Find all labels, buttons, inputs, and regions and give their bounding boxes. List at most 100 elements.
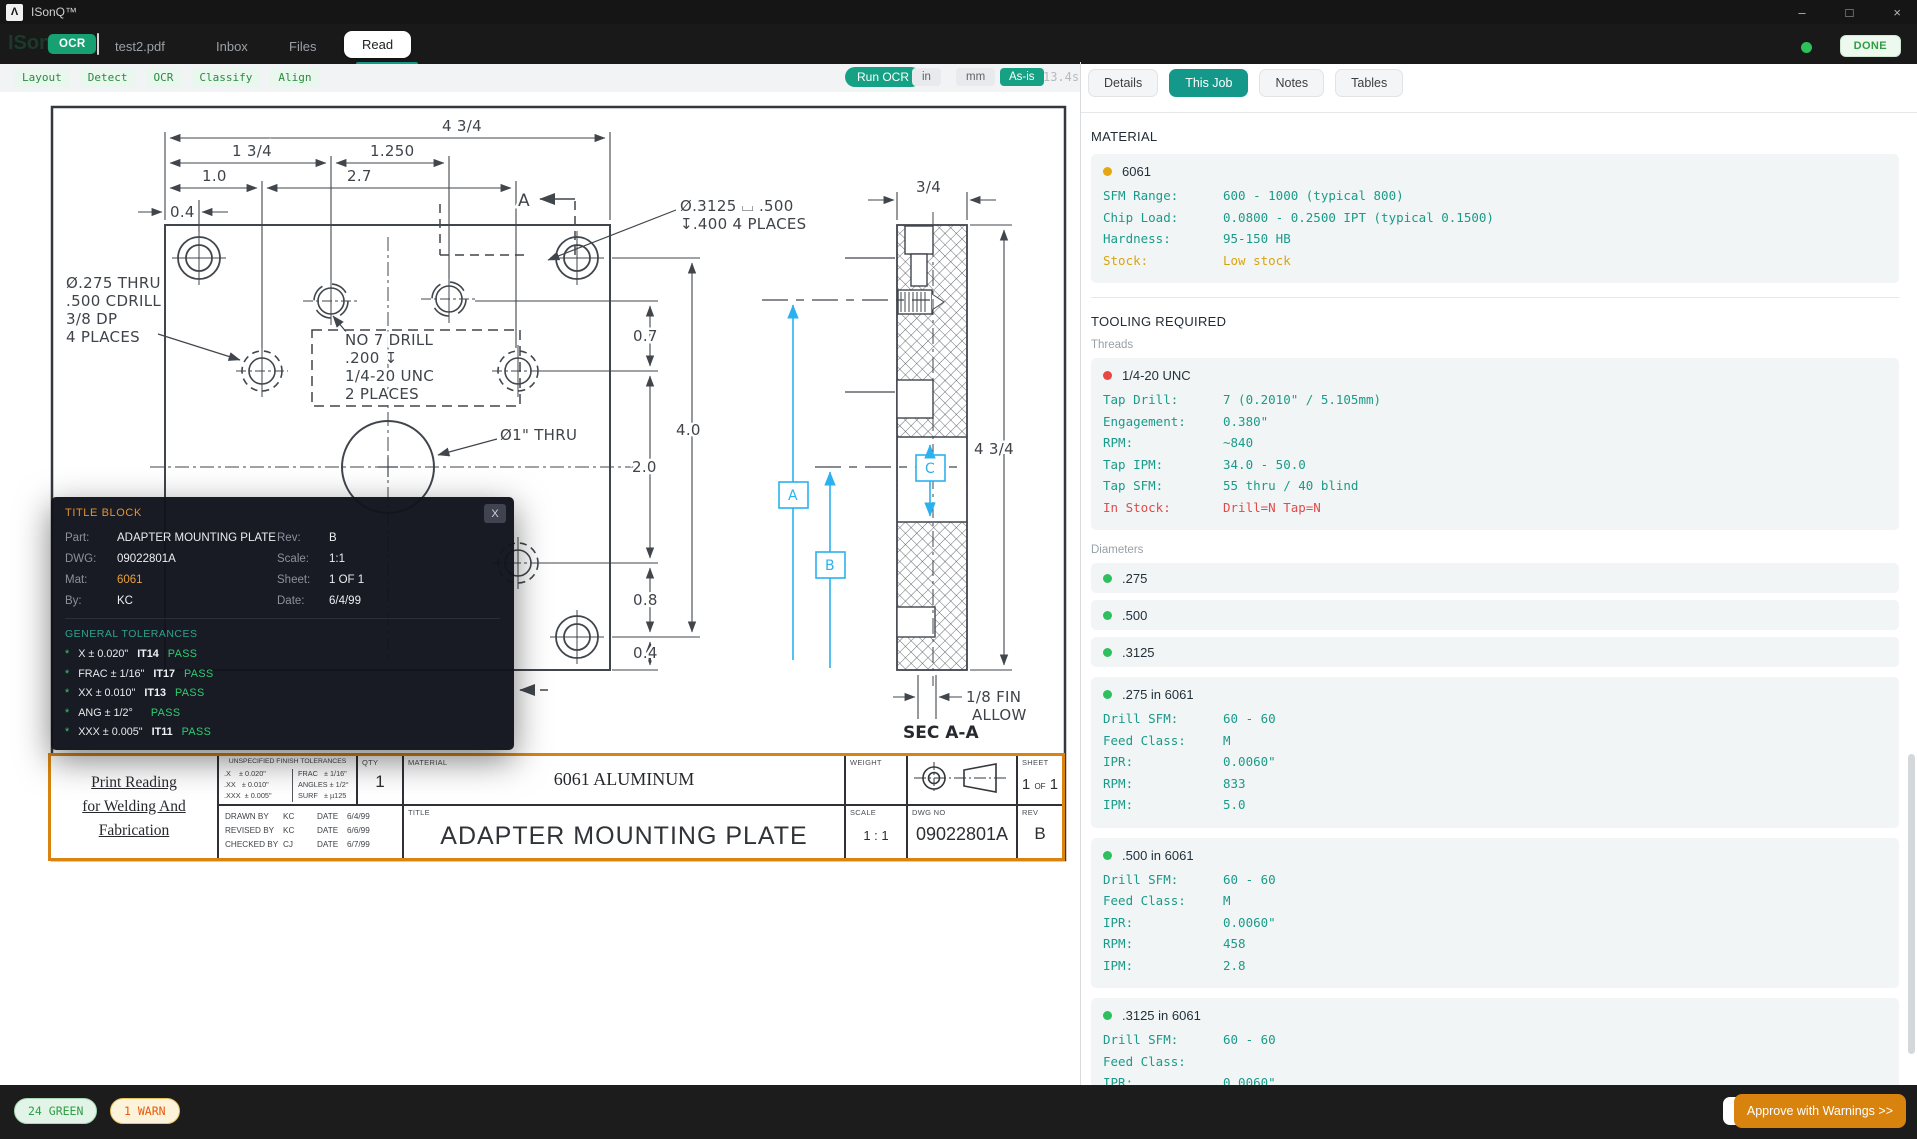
tab-details[interactable]: Details	[1088, 69, 1158, 97]
drill-status-dot	[1103, 851, 1112, 860]
material-card: 6061 SFM Range:600 - 1000 (typical 800) …	[1091, 154, 1899, 283]
tooling-section-title: TOOLING REQUIRED	[1091, 314, 1899, 329]
thread-card: 1/4-20 UNC Tap Drill:7 (0.2010" / 5.105m…	[1091, 358, 1899, 530]
svg-text:C: C	[925, 461, 935, 477]
thread-status-dot	[1103, 371, 1112, 380]
tab-tables[interactable]: Tables	[1335, 69, 1403, 97]
titleblock-projection-cell	[908, 756, 1018, 804]
svg-text:3/4: 3/4	[916, 178, 941, 196]
close-icon[interactable]: ×	[1893, 5, 1901, 20]
svg-text:Ø1" THRU: Ø1" THRU	[500, 426, 577, 444]
thread-name: 1/4-20 UNC	[1122, 368, 1191, 383]
titleblock-qty-cell: QTY 1	[358, 756, 404, 804]
titleblock-course-cell: Print Reading for Welding And Fabricatio…	[51, 756, 219, 858]
svg-text:0.8: 0.8	[633, 591, 658, 609]
drawing-title-block[interactable]: Print Reading for Welding And Fabricatio…	[48, 753, 1065, 861]
titleblock-weight-cell: WEIGHT	[846, 756, 908, 804]
svg-text:SEC A-A: SEC A-A	[903, 723, 979, 743]
svg-text:.500 CDRILL: .500 CDRILL	[66, 292, 161, 310]
titleblock-sheet-cell: SHEET 1 OF 1	[1018, 756, 1062, 804]
unit-in-toggle[interactable]: in	[912, 68, 941, 86]
panel-tabs: Details This Job Notes Tables	[1088, 69, 1403, 97]
tolerance-row: *XXX ± 0.005"IT11PASS	[65, 726, 500, 738]
svg-text:3/8 DP: 3/8 DP	[66, 310, 117, 328]
svg-text:NO 7 DRILL: NO 7 DRILL	[345, 331, 434, 349]
overlay-divider	[65, 618, 500, 619]
titleblock-rev-cell: REV B	[1018, 804, 1062, 858]
stage-chip-align[interactable]: Align	[270, 68, 319, 87]
maximize-icon[interactable]: □	[1846, 5, 1854, 20]
diameter-row: .3125	[1091, 637, 1899, 667]
window-title: ISonQ™	[31, 5, 77, 19]
titleblock-staff-cell: DRAWN BYKCDATE6/4/99 REVISED BYKCDATE6/6…	[219, 804, 404, 858]
ocr-toolbar: Layout Detect OCR Classify Align Run OCR…	[0, 64, 1080, 93]
panel-scroll-area[interactable]: MATERIAL 6061 SFM Range:600 - 1000 (typi…	[1081, 113, 1917, 1085]
drawing-canvas[interactable]: 4 3/4 1 3/4 1.250 1.0 2.7 0.4 0.7 4.0 2.…	[0, 92, 1080, 1085]
tolerance-row: *X ± 0.020"IT14PASS	[65, 648, 500, 660]
svg-text:4 3/4: 4 3/4	[442, 117, 482, 135]
diameter-row: .500	[1091, 600, 1899, 630]
titleblock-tolerances-cell: UNSPECIFIED FINISH TOLERANCES .X ± 0.020…	[219, 756, 358, 804]
svg-text:0.4: 0.4	[633, 644, 658, 662]
header-divider	[97, 33, 99, 55]
overlay-title: TITLE BLOCK	[65, 507, 500, 519]
unit-mm-toggle[interactable]: mm	[956, 68, 995, 86]
diameters-subheader: Diameters	[1091, 544, 1899, 556]
third-angle-projection-icon	[908, 756, 1012, 800]
details-panel: Details This Job Notes Tables MATERIAL 6…	[1081, 64, 1917, 1085]
run-ocr-button[interactable]: Run OCR	[845, 67, 921, 87]
drill-card: .275 in 6061 Drill SFM:60 - 60 Feed Clas…	[1091, 677, 1899, 828]
done-button[interactable]: DONE	[1840, 35, 1901, 57]
tab-read[interactable]: Read	[344, 31, 411, 58]
diameter-row: .275	[1091, 563, 1899, 593]
tab-inbox[interactable]: Inbox	[216, 39, 248, 54]
drill-status-dot	[1103, 1011, 1112, 1020]
svg-text:ALLOW: ALLOW	[972, 706, 1027, 724]
svg-text:1/4-20 UNC: 1/4-20 UNC	[345, 367, 434, 385]
diameter-status-dot	[1103, 648, 1112, 657]
as-is-toggle[interactable]: As-is	[1000, 68, 1044, 86]
approve-with-warnings-button[interactable]: Approve with Warnings >>	[1734, 1094, 1906, 1128]
svg-text:1.250: 1.250	[370, 142, 414, 160]
drill-name: .3125 in 6061	[1122, 1008, 1201, 1023]
green-count-badge: 24 GREEN	[14, 1098, 97, 1124]
ocr-mode-badge[interactable]: OCR	[48, 34, 96, 54]
stage-chip-classify[interactable]: Classify	[191, 68, 260, 87]
overlay-close-button[interactable]: X	[484, 504, 506, 523]
app-header: ISonQ OCR test2.pdf Inbox Files Read DON…	[0, 24, 1917, 64]
tab-files[interactable]: Files	[289, 39, 316, 54]
minimize-icon[interactable]: –	[1798, 5, 1805, 20]
titleblock-title-cell: TITLE ADAPTER MOUNTING PLATE	[404, 804, 846, 858]
overlay-tolerances-title: GENERAL TOLERANCES	[65, 628, 500, 640]
app-logo-icon: Λ	[6, 4, 23, 21]
titleblock-dwgno-cell: DWG NO 09022801A	[908, 804, 1018, 858]
stage-chip-detect[interactable]: Detect	[80, 68, 136, 87]
svg-text:4 PLACES: 4 PLACES	[66, 328, 140, 346]
tolerance-row: *FRAC ± 1/16"IT17PASS	[65, 668, 500, 680]
diameter-status-dot	[1103, 611, 1112, 620]
svg-text:A: A	[788, 488, 798, 504]
tab-file[interactable]: test2.pdf	[115, 39, 165, 54]
stage-chip-ocr[interactable]: OCR	[146, 68, 182, 87]
window-controls: – □ ×	[1798, 0, 1901, 24]
svg-text:A: A	[518, 191, 530, 211]
warn-count-badge: 1 WARN	[110, 1098, 180, 1124]
tolerance-row: *XX ± 0.010"IT13PASS	[65, 687, 500, 699]
status-dot	[1801, 42, 1812, 53]
drill-name: .500 in 6061	[1122, 848, 1194, 863]
tab-this-job[interactable]: This Job	[1169, 69, 1248, 97]
tab-notes[interactable]: Notes	[1259, 69, 1324, 97]
svg-text:↧.400 4 PLACES: ↧.400 4 PLACES	[680, 215, 806, 233]
svg-text:Ø.3125 ⌴ .500: Ø.3125 ⌴ .500	[680, 197, 794, 215]
threads-subheader: Threads	[1091, 339, 1899, 351]
svg-text:2.7: 2.7	[347, 167, 372, 185]
panel-scrollbar[interactable]	[1908, 754, 1915, 1054]
stage-chip-layout[interactable]: Layout	[14, 68, 70, 87]
svg-text:1.0: 1.0	[202, 167, 227, 185]
svg-text:B: B	[825, 558, 835, 574]
titleblock-material-cell: MATERIAL 6061 ALUMINUM	[404, 756, 846, 804]
overlay-fields: Part:ADAPTER MOUNTING PLATE Rev:B DWG:09…	[65, 532, 500, 607]
title-block-overlay: TITLE BLOCK X Part:ADAPTER MOUNTING PLAT…	[51, 497, 514, 750]
svg-text:2 PLACES: 2 PLACES	[345, 385, 419, 403]
